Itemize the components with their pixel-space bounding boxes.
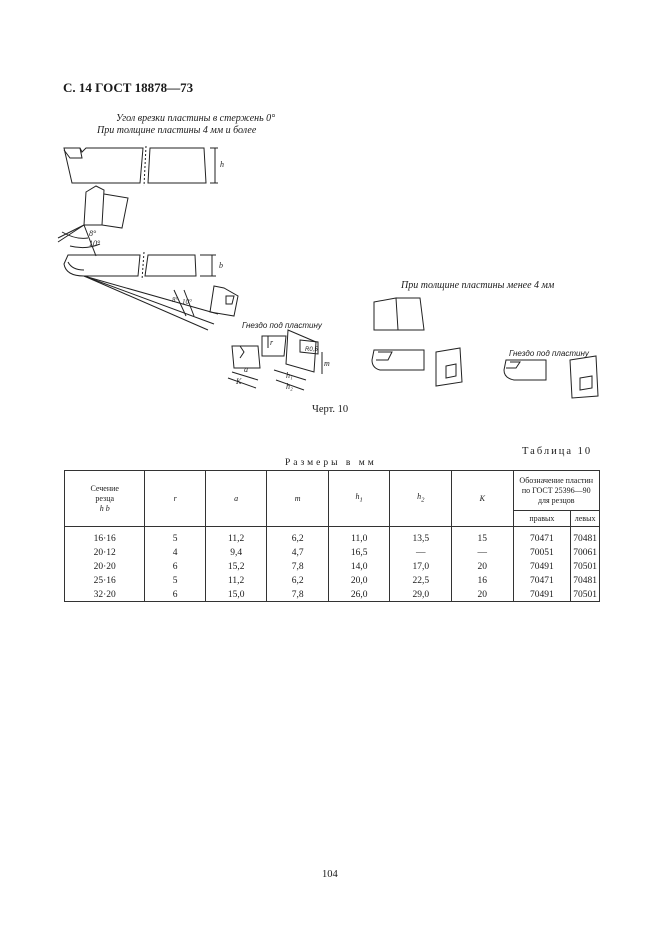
table-row: 32·20 6 15,0 7,8 26,0 29,0 20 70491 7050…	[63, 587, 600, 602]
col-left: левых	[570, 510, 600, 527]
label-deg10b: 10°	[182, 298, 192, 306]
plate-section-1	[57, 185, 129, 257]
nest-detail-left	[227, 335, 287, 389]
col-K: K	[451, 470, 514, 527]
label-K: K	[235, 377, 242, 386]
table-row: 16·16 5 11,2 6,2 11,0 13,5 15 70471 7048…	[63, 526, 600, 545]
col-h2: h2	[389, 470, 453, 527]
table-row: 20·12 4 9,4 4,7 16,5 — — 70051 70061	[63, 545, 600, 559]
note-thin-plate: При толщине пластины менее 4 мм	[401, 280, 555, 291]
figure-caption: Черт. 10	[312, 404, 349, 415]
label-m: m	[324, 359, 330, 368]
note-nest-2: Гнездо под пластину	[509, 349, 589, 358]
label-deg8: 8°	[89, 229, 97, 238]
nest-detail-right	[273, 329, 323, 391]
label-r05: R0,5	[305, 347, 318, 353]
label-deg10: 10°	[89, 239, 101, 248]
note-thick-plate: При толщине пластины 4 мм и более	[97, 125, 257, 136]
label-r: r	[270, 338, 274, 347]
table-caption: Таблица 10	[522, 446, 593, 457]
col-r: r	[144, 470, 206, 527]
label-h2: h₂	[286, 382, 293, 391]
label-b: b	[219, 261, 223, 270]
page-header: С. 14 ГОСТ 18878—73	[63, 80, 194, 95]
plate-section-2	[173, 285, 239, 317]
col-h1: h1	[327, 470, 391, 527]
page-number: 104	[322, 869, 338, 880]
sizes-caption: Размеры в мм	[285, 458, 377, 468]
table-row: 20·20 6 15,2 7,8 14,0 17,0 20 70491 7050…	[63, 559, 600, 573]
label-a: a	[244, 365, 248, 374]
thin-plate-drawings	[371, 297, 599, 399]
cutter-side-view	[63, 251, 219, 331]
col-a: a	[204, 470, 268, 527]
label-h1: h₁	[286, 371, 293, 380]
col-designation: Обозначение пластин по ГОСТ 25396—90 для…	[512, 470, 600, 511]
label-h: h	[220, 160, 224, 169]
label-deg8b: 8°	[172, 296, 179, 304]
cutter-top-view	[63, 145, 218, 187]
note-angle: Угол врезки пластины в стержень 0°	[116, 113, 276, 124]
table-row: 25·16 5 11,2 6,2 20,0 22,5 16 70471 7048…	[63, 573, 600, 587]
dimensions-table: Сечение резца h b r a m h1 h2 K Обозначе…	[63, 470, 600, 602]
col-m: m	[266, 470, 329, 527]
note-nest-1: Гнездо под пластину	[242, 321, 322, 330]
col-right: правых	[512, 510, 572, 527]
col-section: Сечение резца h b	[63, 470, 146, 527]
technical-drawing: h b 8° 10° 8° 10° r R0,5 a K m h₁ h₂	[57, 145, 599, 399]
